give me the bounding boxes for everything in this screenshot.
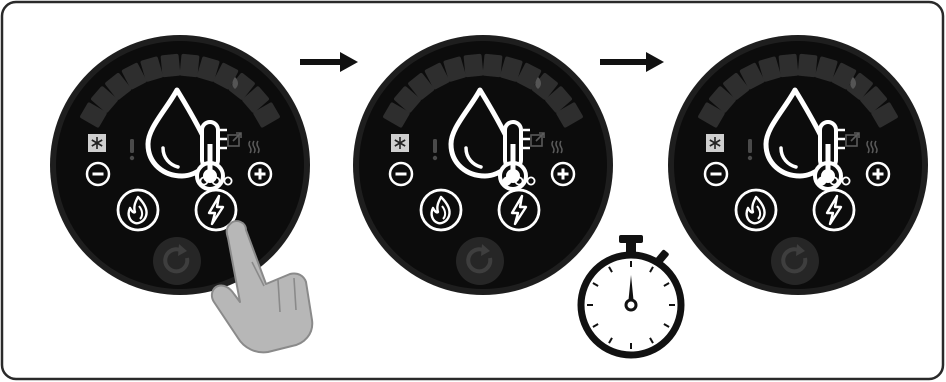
exclamation-icon	[748, 139, 752, 160]
exclamation-icon	[433, 139, 437, 160]
refresh-icon[interactable]	[153, 237, 201, 285]
dials-group	[50, 35, 928, 295]
boost-dot	[503, 177, 510, 184]
control-dial	[353, 35, 613, 295]
stopwatch-top-button	[619, 235, 643, 243]
level-segment	[160, 54, 180, 78]
boost-dot	[818, 177, 825, 184]
level-segment	[778, 54, 798, 78]
stopwatch-pivot	[626, 300, 636, 310]
level-segment	[179, 54, 199, 78]
snowflake-icon	[391, 134, 409, 152]
control-dial	[668, 35, 928, 295]
level-segment	[482, 54, 502, 78]
snowflake-icon	[706, 134, 724, 152]
snowflake-icon	[88, 134, 106, 152]
refresh-icon[interactable]	[771, 237, 819, 285]
level-segment	[797, 54, 817, 78]
control-dial	[50, 35, 310, 295]
refresh-icon[interactable]	[456, 237, 504, 285]
level-segment	[463, 54, 483, 78]
exclamation-icon	[130, 139, 134, 160]
